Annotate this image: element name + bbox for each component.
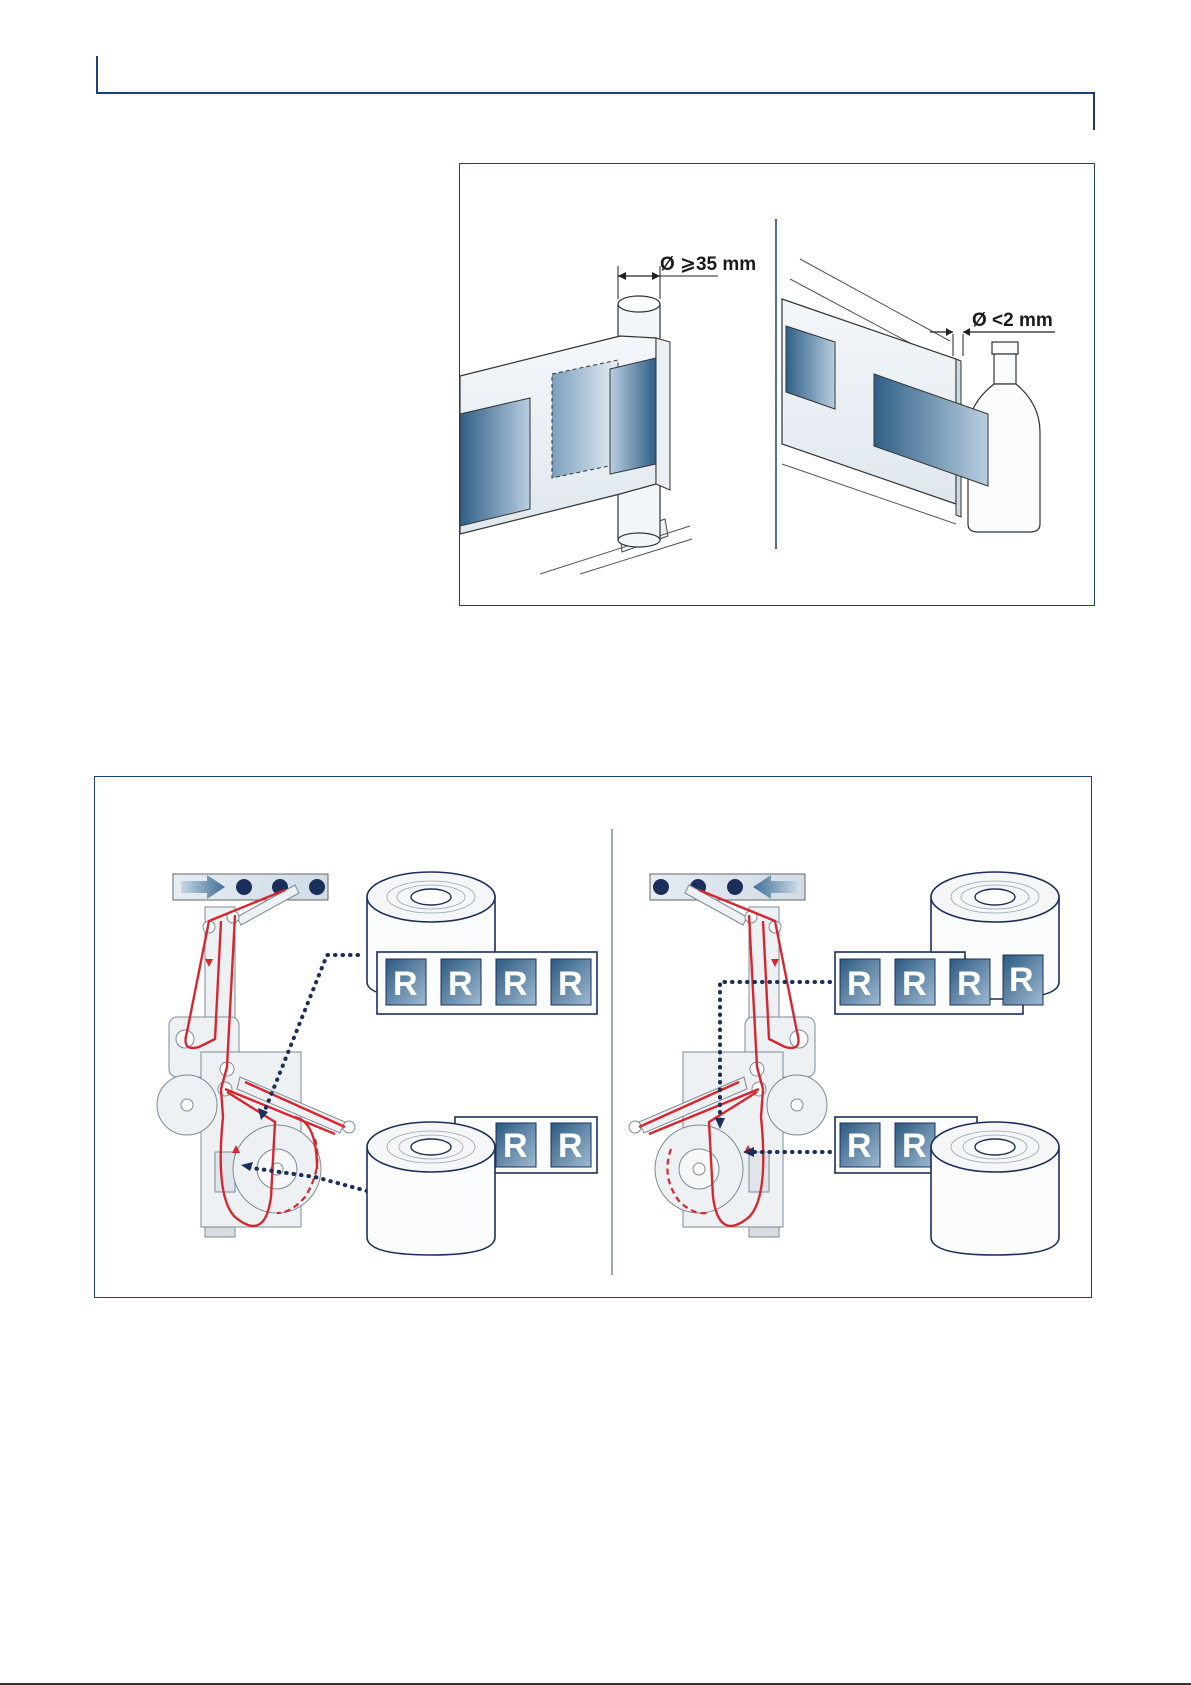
page-frame-left-tick (96, 56, 98, 93)
label-letter: R (1009, 961, 1034, 999)
label-letter: R (847, 1127, 872, 1165)
threading-right-panel: R R R R R R (629, 872, 1059, 1255)
label-letter: R (393, 965, 418, 1003)
web-threading-drawing: R R R R R R (95, 777, 1092, 1298)
page-frame-top-rule (96, 92, 1095, 94)
label-letter: R (558, 1127, 583, 1165)
label-letter: R (503, 965, 528, 1003)
label-letter: R (902, 1127, 927, 1165)
label-letter: R (448, 965, 473, 1003)
container-dot (653, 879, 669, 895)
figure-web-threading: R R R R R R (94, 776, 1092, 1298)
container-dot (727, 879, 743, 895)
web-label-hidden (552, 360, 618, 478)
label-reel-bottom-left: R R (367, 1117, 597, 1255)
labeling-machine-left (157, 885, 355, 1237)
web-label-front (460, 398, 530, 526)
diameter-comparison-drawing: Ø ⩾35 mm (460, 164, 1095, 606)
dimension-label-large: Ø ⩾35 mm (660, 254, 756, 275)
labeling-machine-right (629, 885, 827, 1237)
label-reel-bottom-right: R R (835, 1117, 1059, 1255)
label-letter: R (558, 965, 583, 1003)
container-dot (309, 879, 325, 895)
label-letter: R (503, 1127, 528, 1165)
label-letter: R (957, 965, 982, 1003)
label-letter: R (847, 965, 872, 1003)
page-frame-right-tick (1093, 92, 1095, 130)
threading-left-panel: R R R R R R (157, 872, 597, 1255)
web-label-on-roller (610, 358, 656, 474)
thin-edge-panel: Ø <2 mm (782, 259, 1055, 532)
figure-diameter-comparison: Ø ⩾35 mm (459, 163, 1095, 606)
container-dot (236, 879, 252, 895)
label-letter: R (902, 965, 927, 1003)
dimension-label-small: Ø <2 mm (972, 310, 1053, 331)
large-roller-panel: Ø ⩾35 mm (460, 254, 756, 574)
